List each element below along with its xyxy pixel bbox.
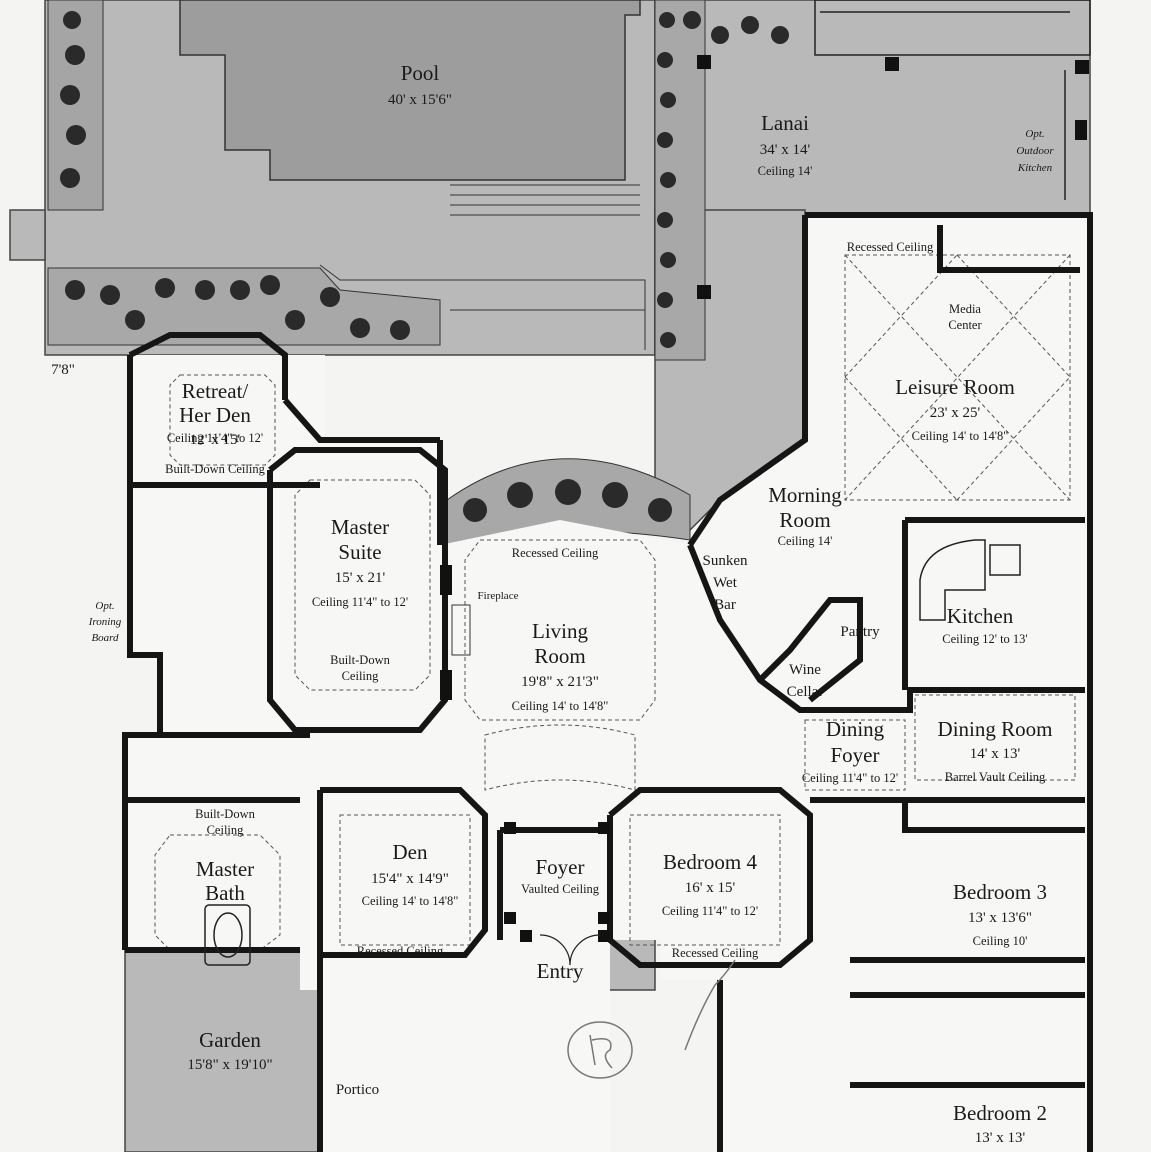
entry-doors <box>539 934 601 966</box>
ceiling-outlines <box>154 374 1076 951</box>
pencil-mark <box>567 959 736 1079</box>
entry-label: Entry <box>536 959 584 983</box>
pantry-label: Pantry <box>840 624 880 640</box>
walls <box>122 212 1093 1152</box>
kitchen-island <box>919 539 1021 621</box>
pool-size: 40' x 15'6" <box>387 92 453 108</box>
columns <box>440 565 610 942</box>
plants <box>60 11 789 522</box>
lanai-name: Lanai <box>761 111 809 135</box>
dimension-note: 7'8" <box>51 362 75 378</box>
garden-area <box>124 949 321 1152</box>
planter-bottom <box>47 267 441 346</box>
lanai-ceiling: Ceiling 14' <box>757 164 813 178</box>
pergola <box>814 0 1091 200</box>
tub <box>204 904 251 966</box>
fireplace-mark <box>451 604 471 656</box>
pool-water <box>179 0 641 181</box>
lanai-size: 34' x 14' <box>759 142 811 158</box>
lanai-posts <box>697 55 1089 299</box>
pool-name: Pool <box>400 61 440 85</box>
pool-steps <box>319 184 646 350</box>
portico-label: Portico <box>335 1082 380 1098</box>
leisure-diagonals <box>844 254 1071 501</box>
left-stub <box>9 209 46 261</box>
